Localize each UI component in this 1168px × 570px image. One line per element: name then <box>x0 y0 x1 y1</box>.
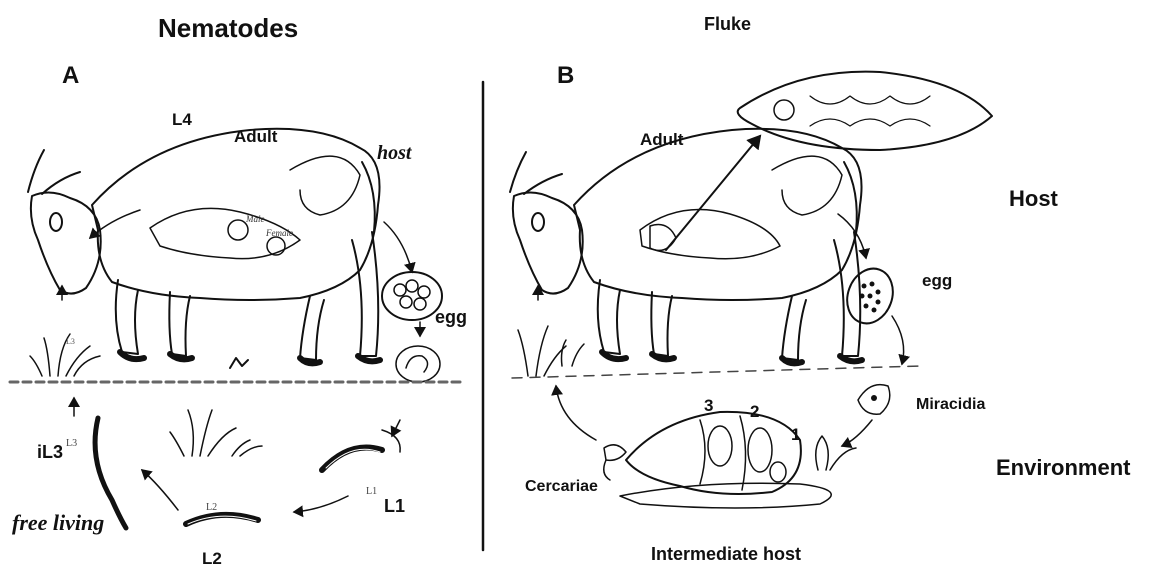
grass-l3-label: L3 <box>66 337 75 346</box>
host-label: host <box>377 143 411 163</box>
il3-label: iL3 <box>37 443 63 461</box>
sketch-female-label: Female <box>265 228 293 238</box>
arrow-host-to-egg <box>384 222 412 272</box>
snail-stage-1-label: 1 <box>791 426 800 443</box>
arrow-fluke-host-to-egg <box>838 214 866 258</box>
arrow-egg-to-miracidia <box>892 316 904 364</box>
arrow-to-adult-fluke <box>666 136 760 250</box>
nematode-egg-label: egg <box>435 308 467 326</box>
fluke-host-cow <box>510 129 862 364</box>
arrow-miracidia-to-snail <box>842 420 872 446</box>
nematode-adult-label: Adult <box>234 128 277 145</box>
panel-b-label: B <box>557 64 574 88</box>
free-living-label: free living <box>12 512 104 534</box>
grass-center <box>170 410 262 456</box>
sketch-male-label: Male <box>245 214 265 224</box>
l2-label: L2 <box>202 550 222 567</box>
larvated-egg <box>396 346 440 382</box>
ground-line-right <box>512 366 920 378</box>
arrow-egg-to-l1 <box>392 420 400 436</box>
nematode-host-cow <box>28 129 380 364</box>
arrow-cercariae-to-grass <box>556 386 596 440</box>
larva-l1 <box>322 430 400 470</box>
environment-label: Environment <box>996 457 1130 479</box>
snail-stage-2-label: 2 <box>750 403 759 420</box>
nematodes-heading: Nematodes <box>158 15 298 41</box>
l1-label: L1 <box>384 497 405 515</box>
miracidia-label: Miracidia <box>916 397 985 413</box>
sketch-l2-label: L2 <box>206 502 217 513</box>
fluke-egg-label: egg <box>922 272 952 289</box>
arrow-l1-to-l2 <box>294 496 348 512</box>
fluke-egg <box>840 262 900 330</box>
panel-a-label: A <box>62 64 79 88</box>
fluke-grass <box>518 286 584 376</box>
sketch-l1-label: L1 <box>366 486 377 497</box>
cercaria <box>604 445 626 480</box>
cercariae-label: Cercariae <box>525 479 598 495</box>
intermediate-host-label: Intermediate host <box>651 545 801 563</box>
fluke-host-label: Host <box>1009 188 1058 210</box>
arrow-l2-to-il3 <box>142 470 178 510</box>
snail-stage-3-label: 3 <box>704 397 713 414</box>
fluke-heading: Fluke <box>704 15 751 33</box>
sketch-l3-label: L3 <box>66 438 77 449</box>
nematode-egg <box>382 272 442 320</box>
larva-l2 <box>186 515 258 524</box>
miracidium <box>858 385 890 415</box>
l4-label: L4 <box>172 111 192 128</box>
grass-with-l3 <box>30 286 100 376</box>
fluke-adult-label: Adult <box>640 131 683 148</box>
adult-fluke <box>738 72 992 150</box>
